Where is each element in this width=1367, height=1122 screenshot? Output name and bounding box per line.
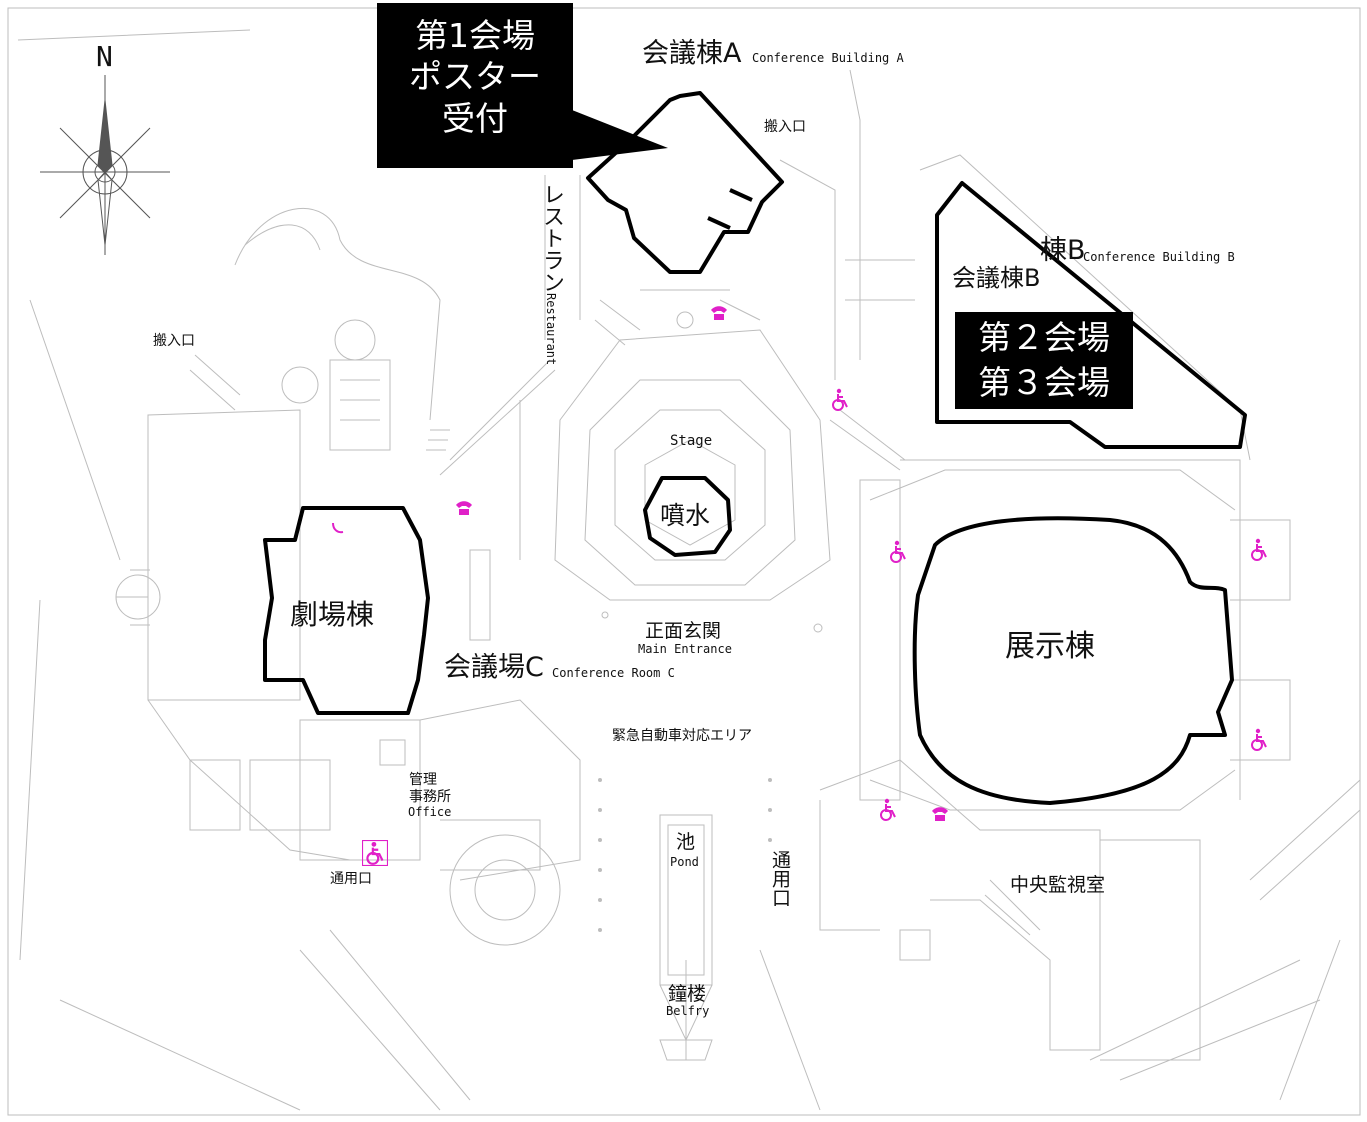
conference-b-outline [935,181,1247,449]
theater-label: 劇場棟 [290,598,375,631]
main-entrance-label-en: Main Entrance [638,642,732,656]
callout-a-pointer [572,110,668,160]
phone-icon [932,807,948,821]
conference-c-label: 会議場C [444,652,544,683]
wheelchair-icon [890,540,906,563]
wheelchair-icon [1251,538,1267,561]
loading-dock-a-label: 搬入口 [764,119,806,135]
north-label: N [96,40,113,73]
callout-conference-b: 第２会場 第３会場 [955,312,1133,409]
office-label-line-2: 事務所 [409,789,451,805]
conference-b-label: 棟B [1040,235,1086,266]
belfry-label: 鐘楼 [668,983,707,1005]
restaurant-label: レストランRestaurant [539,183,564,366]
exhibition-label: 展示棟 [1005,629,1095,664]
conference-a-outline [586,91,784,274]
main-entrance-label: 正面玄関 [645,620,722,642]
conference-a-label: 会議棟A [642,38,742,69]
conference-a-label-en: Conference Building A [752,51,904,65]
emergency-vehicle-area-label: 緊急自動車対応エリア [612,728,752,744]
theater-outline [263,506,430,715]
callout-conference-a: 第1会場 ポスター 受付 [377,3,573,168]
callout-b-line-2: 第３会場 [978,362,1110,402]
restaurant-label-en: Restaurant [544,293,558,366]
callout-b-title: 会議棟B [952,264,1041,292]
callout-a-line-3: 受付 [442,98,508,138]
phone-icon [456,501,472,515]
exhibition-outline [912,516,1234,805]
callout-b-line-1: 第２会場 [978,318,1110,357]
wheelchair-icon [1251,728,1267,751]
service-entrance-sw-label: 通用口 [330,871,372,887]
compass-rose-icon [40,75,170,255]
conference-b-label-en: Conference Building B [1083,250,1235,264]
pond-label-en: Pond [670,855,699,869]
phone-icon [711,306,727,320]
pond-label: 池 [676,831,696,853]
office-label-line-1: 管理 [409,772,437,788]
service-entrance-east-label: 通用口 [769,850,791,907]
callout-a-line-1: 第1会場 [415,16,535,55]
wheelchair-icon [832,388,848,411]
belfry-label-en: Belfry [666,1004,710,1018]
conference-c-label-en: Conference Room C [552,666,675,680]
wheelchair-icon [362,840,388,866]
fountain-outline [643,476,732,557]
stage-label: Stage [670,433,713,449]
loading-dock-west-label: 搬入口 [153,333,195,349]
restaurant-label-ja: レストラン [539,183,564,293]
phone-icon [332,522,344,534]
wheelchair-icon [880,798,896,821]
callout-a-line-2: ポスター [409,57,541,97]
fountain-label: 噴水 [660,501,711,530]
central-monitoring-room-label: 中央監視室 [1010,874,1106,896]
office-label-en: Office [408,805,452,819]
